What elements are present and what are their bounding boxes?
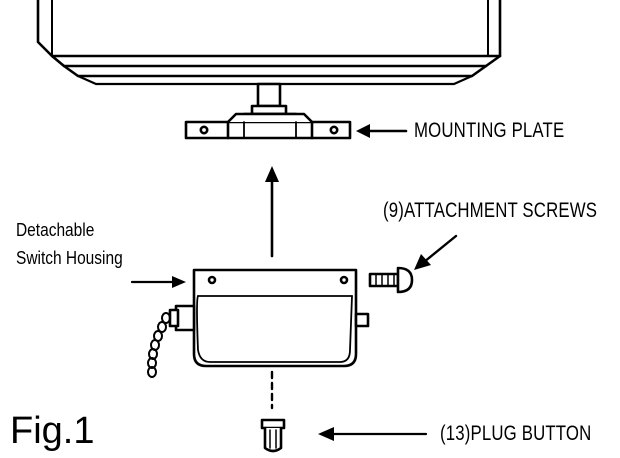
switch-housing-label-line2: Switch Housing	[16, 248, 123, 268]
plug-button-arrow	[318, 427, 426, 441]
figure-label: Fig.1	[10, 410, 95, 452]
attachment-screw-arrow	[414, 236, 456, 270]
mounting-plate-label: MOUNTING PLATE	[414, 119, 565, 142]
mounting-plate-arrow	[356, 124, 406, 138]
mounting-plate	[186, 114, 350, 138]
switch-housing-label-line1: Detachable	[16, 220, 95, 240]
housing-screw-hole-left	[209, 277, 215, 283]
plug-button-label: (13)PLUG BUTTON	[440, 422, 592, 445]
pull-chain	[148, 313, 170, 377]
upward-assembly-arrow	[265, 166, 279, 256]
housing-screw-hole-right	[341, 277, 347, 283]
mounting-plate-hole-right	[331, 127, 337, 133]
plug-button	[262, 420, 284, 451]
mounting-plate-hole-left	[201, 127, 207, 133]
fan-motor-housing	[38, 0, 500, 84]
attachment-screw	[370, 268, 412, 292]
attachment-screws-label: (9)ATTACHMENT SCREWS	[383, 199, 598, 222]
switch-housing	[170, 270, 368, 366]
switch-housing-arrow	[132, 276, 186, 288]
